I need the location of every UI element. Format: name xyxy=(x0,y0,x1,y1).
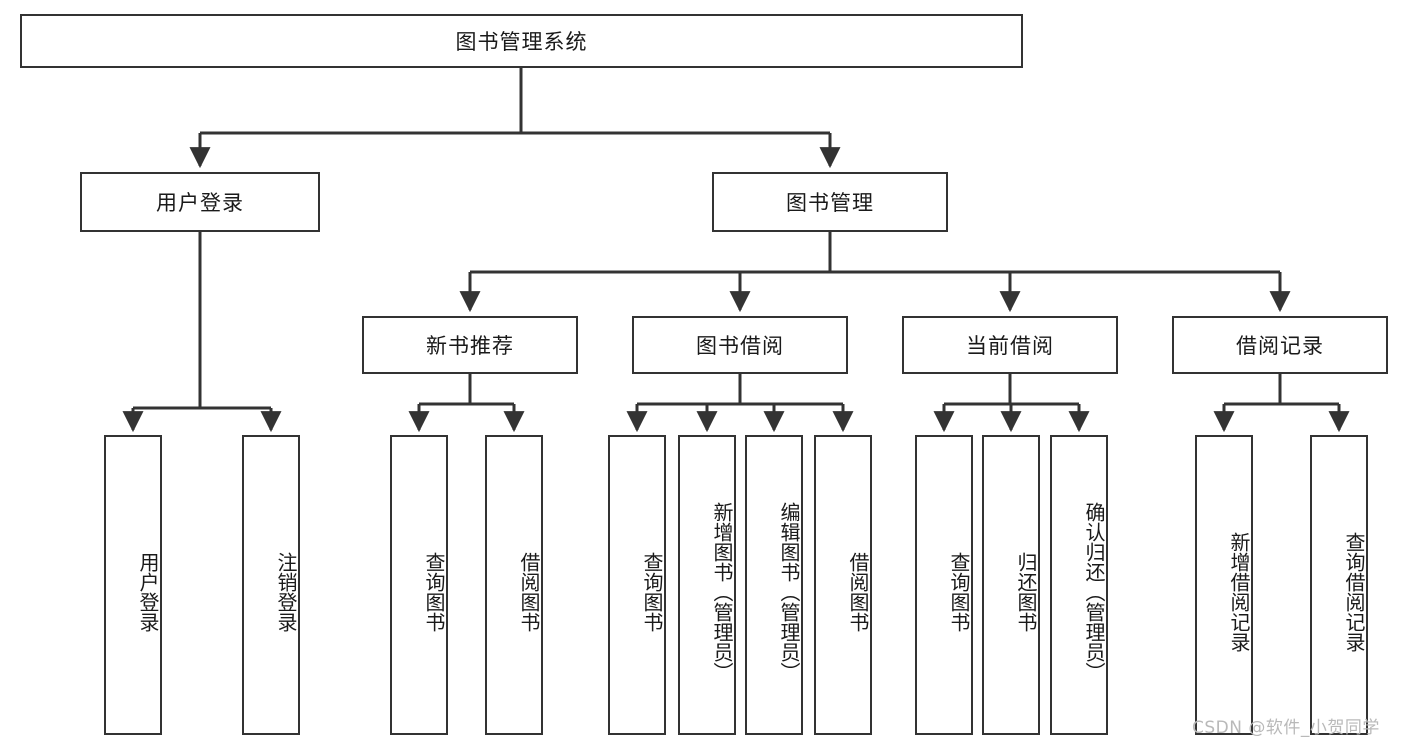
leaf-logout-label: 注销登录 xyxy=(274,552,298,632)
leaf-edit-book-admin-label: 编辑图书（管理员） xyxy=(777,502,801,682)
leaf-logout[interactable]: 注销登录 xyxy=(242,435,300,735)
leaf-add-book-admin[interactable]: 新增图书（管理员） xyxy=(678,435,736,735)
node-borrow-record[interactable]: 借阅记录 xyxy=(1172,316,1388,374)
leaf-add-book-admin-label: 新增图书（管理员） xyxy=(710,502,734,682)
node-user-login[interactable]: 用户登录 xyxy=(80,172,320,232)
node-user-login-label: 用户登录 xyxy=(156,191,244,215)
leaf-borrow-book[interactable]: 借阅图书 xyxy=(814,435,872,735)
node-current-borrow-label: 当前借阅 xyxy=(966,334,1054,358)
leaf-confirm-return-admin-label: 确认归还（管理员） xyxy=(1082,502,1106,682)
leaf-user-login[interactable]: 用户登录 xyxy=(104,435,162,735)
leaf-query-book-current[interactable]: 查询图书 xyxy=(915,435,973,735)
leaf-add-borrow-record-label: 新增借阅记录 xyxy=(1227,532,1251,652)
leaf-add-borrow-record[interactable]: 新增借阅记录 xyxy=(1195,435,1253,735)
leaf-edit-book-admin[interactable]: 编辑图书（管理员） xyxy=(745,435,803,735)
node-new-book-recommend-label: 新书推荐 xyxy=(426,334,514,358)
node-book-management[interactable]: 图书管理 xyxy=(712,172,948,232)
node-book-borrow[interactable]: 图书借阅 xyxy=(632,316,848,374)
leaf-query-book-borrow-label: 查询图书 xyxy=(640,552,664,632)
node-borrow-record-label: 借阅记录 xyxy=(1236,334,1324,358)
leaf-borrow-book-newbook[interactable]: 借阅图书 xyxy=(485,435,543,735)
node-root-label: 图书管理系统 xyxy=(455,30,588,54)
leaf-user-login-label: 用户登录 xyxy=(136,552,160,632)
leaf-query-book-current-label: 查询图书 xyxy=(947,552,971,632)
leaf-query-book-newbook-label: 查询图书 xyxy=(422,552,446,632)
leaf-query-borrow-record-label: 查询借阅记录 xyxy=(1342,532,1366,652)
node-current-borrow[interactable]: 当前借阅 xyxy=(902,316,1118,374)
leaf-borrow-book-label: 借阅图书 xyxy=(846,552,870,632)
node-new-book-recommend[interactable]: 新书推荐 xyxy=(362,316,578,374)
leaf-confirm-return-admin[interactable]: 确认归还（管理员） xyxy=(1050,435,1108,735)
leaf-query-book-borrow[interactable]: 查询图书 xyxy=(608,435,666,735)
leaf-query-borrow-record[interactable]: 查询借阅记录 xyxy=(1310,435,1368,735)
leaf-query-book-newbook[interactable]: 查询图书 xyxy=(390,435,448,735)
leaf-return-book-label: 归还图书 xyxy=(1014,552,1038,632)
leaf-borrow-book-newbook-label: 借阅图书 xyxy=(517,552,541,632)
leaf-return-book[interactable]: 归还图书 xyxy=(982,435,1040,735)
node-book-borrow-label: 图书借阅 xyxy=(696,334,784,358)
node-book-management-label: 图书管理 xyxy=(786,191,874,215)
node-root[interactable]: 图书管理系统 xyxy=(20,14,1023,68)
